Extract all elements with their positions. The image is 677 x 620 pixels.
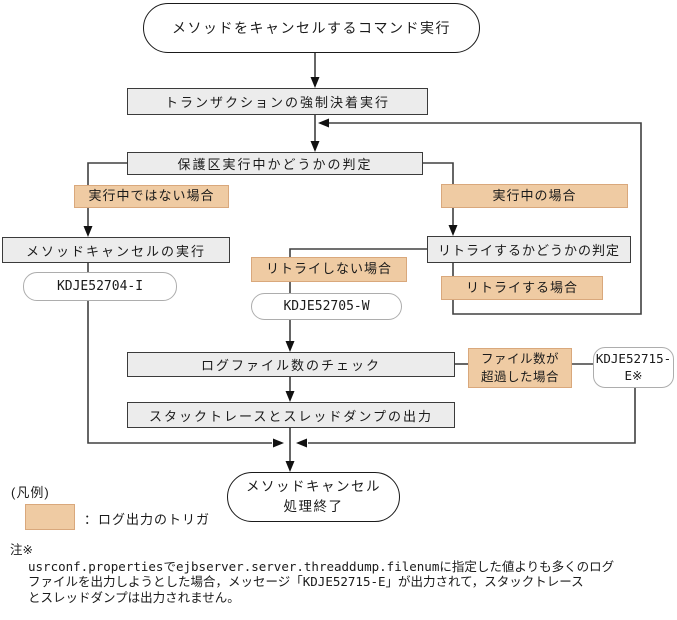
process-transaction-settle-label: トランザクションの強制決着実行 <box>164 95 390 110</box>
end-terminator-line2: 処理終了 <box>283 499 344 514</box>
trigger-label-no-retry: リトライしない場合 <box>251 257 407 282</box>
message-kdje52704-text: KDJE52704-I <box>56 278 144 294</box>
start-terminator-label: メソッドをキャンセルするコマンド実行 <box>172 19 451 36</box>
footnote: 注※ usrconf.propertiesでejbserver.server.t… <box>10 543 670 605</box>
footnote-heading: 注※ <box>10 543 33 557</box>
arrowhead-down-notrunning <box>83 226 93 237</box>
legend-trigger-swatch <box>25 504 75 530</box>
process-log-file-check-label: ログファイル数のチェック <box>200 358 381 373</box>
arrowhead-left-merge <box>296 438 307 448</box>
trigger-label-running-text: 実行中の場合 <box>492 187 577 203</box>
message-kdje52715: KDJE52715- E※ <box>593 347 674 388</box>
message-kdje52715-line1: KDJE52715- <box>595 350 672 366</box>
trigger-label-file-over-line2: 超過した場合 <box>480 370 559 384</box>
arrowhead-left-loop <box>318 118 329 128</box>
footnote-line: とスレッドダンプは出力されません。 <box>28 589 240 605</box>
arrowhead-down-end <box>285 461 295 472</box>
trigger-label-not-running: 実行中ではない場合 <box>74 185 229 208</box>
legend-heading: (凡例) <box>11 485 50 500</box>
trigger-label-not-running-text: 実行中ではない場合 <box>88 188 215 204</box>
arrowhead-right-merge <box>273 438 284 448</box>
footnote-line: usrconf.propertiesでejbserver.server.thre… <box>28 558 615 574</box>
end-terminator-line1: メソッドキャンセル <box>246 479 381 495</box>
process-protected-area-check-label: 保護区実行中かどうかの判定 <box>177 157 373 172</box>
end-terminator: メソッドキャンセル 処理終了 <box>227 472 400 522</box>
connector-msg52715-to-merge <box>308 388 636 444</box>
arrowhead-down-stack <box>285 391 295 402</box>
message-kdje52705: KDJE52705-W <box>251 293 402 320</box>
start-terminator: メソッドをキャンセルするコマンド実行 <box>143 3 480 53</box>
process-retry-check: リトライするかどうかの判定 <box>427 236 631 263</box>
arrowhead-down-running <box>448 225 458 236</box>
connector-left-branch <box>87 162 127 234</box>
trigger-label-retry-text: リトライする場合 <box>465 279 578 295</box>
message-kdje52715-line2: E※ <box>624 367 643 383</box>
process-protected-area-check: 保護区実行中かどうかの判定 <box>127 152 423 175</box>
legend-trigger-label: ：ログ出力のトリガ <box>84 512 211 527</box>
process-stack-trace-dump-label: スタックトレースとスレッドダンプの出力 <box>149 408 433 424</box>
footnote-line: ファイルを出力しようとした場合，メッセージ「KDJE52715-E」が出力されて… <box>28 574 584 589</box>
trigger-label-retry: リトライする場合 <box>441 276 603 300</box>
trigger-label-running: 実行中の場合 <box>441 184 628 208</box>
arrowhead-down-logcheck <box>285 341 295 352</box>
arrowhead-down-protected <box>310 141 320 152</box>
trigger-label-file-over-line1: ファイル数が <box>480 351 559 366</box>
message-kdje52705-text: KDJE52705-W <box>283 298 370 314</box>
connector-right-branch <box>423 162 454 233</box>
process-method-cancel-label: メソッドキャンセルの実行 <box>25 243 206 259</box>
process-stack-trace-dump: スタックトレースとスレッドダンプの出力 <box>127 402 455 428</box>
arrowhead-down-transaction <box>310 77 320 88</box>
trigger-label-no-retry-text: リトライしない場合 <box>265 261 392 277</box>
connector-cancel-to-merge <box>87 263 272 444</box>
message-kdje52704: KDJE52704-I <box>23 272 177 301</box>
trigger-label-file-over: ファイル数が 超過した場合 <box>468 348 572 388</box>
process-transaction-settle: トランザクションの強制決着実行 <box>127 88 428 115</box>
process-log-file-check: ログファイル数のチェック <box>127 352 455 377</box>
process-retry-check-label: リトライするかどうかの判定 <box>437 243 620 258</box>
process-method-cancel: メソッドキャンセルの実行 <box>2 237 230 263</box>
